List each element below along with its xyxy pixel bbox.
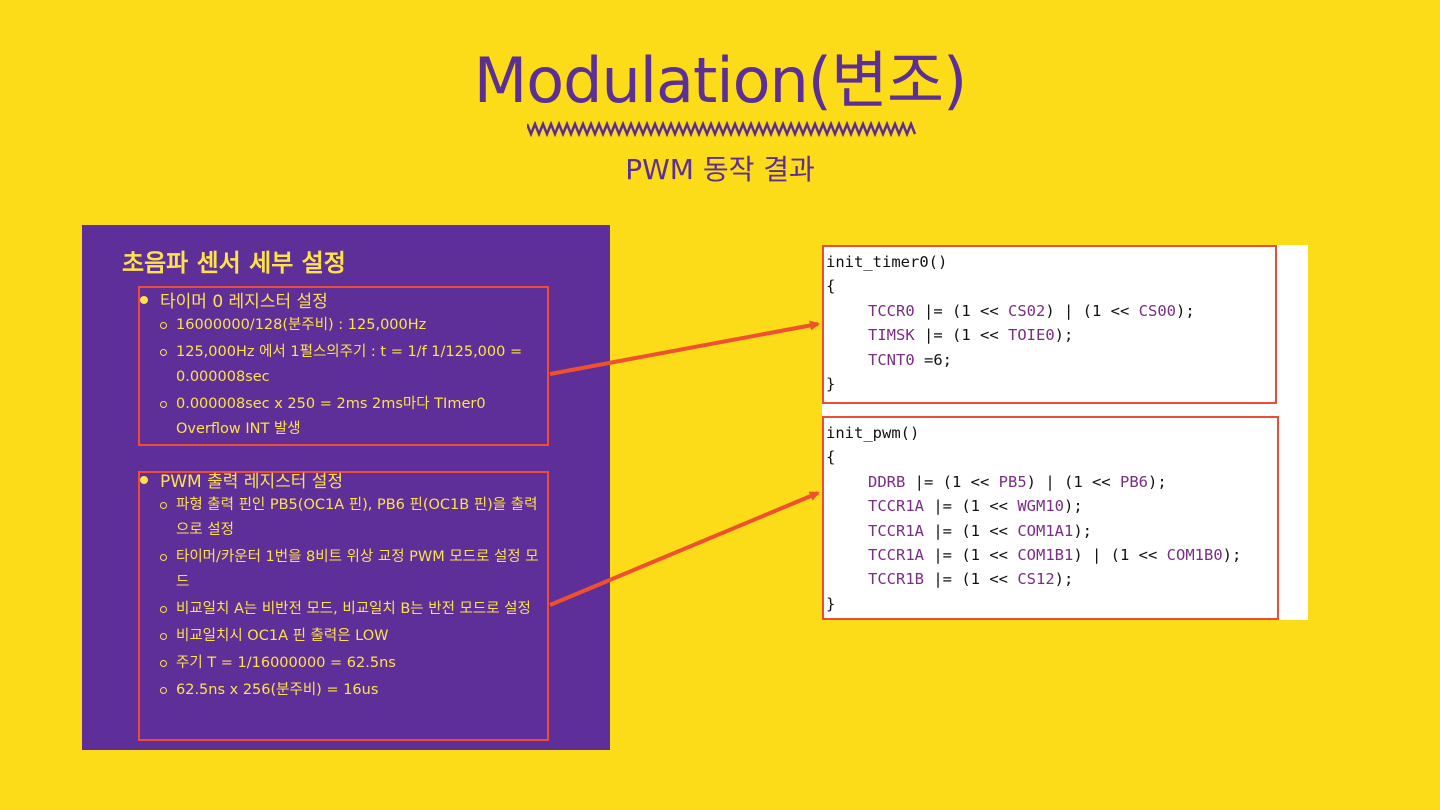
code-text: } [826,374,836,393]
pwm-section-box [138,471,549,741]
code-line: DDRB |= (1 << PB5) | (1 << PB6); [826,470,1277,494]
arrow-timer0 [549,320,820,376]
code-text: ); [1064,497,1083,516]
section-bullet-pwm: PWM 출력 레지스터 설정 [138,467,343,492]
list-item: 타이머/카운터 1번을 8비트 위상 교정 PWM 모드로 설정 모드 [160,545,540,595]
code-identifier: TCCR1A [868,521,924,540]
code-text: ) | (1 << [1045,301,1139,320]
bullet-dot-icon [140,295,148,304]
panel-heading: 초음파 센서 세부 설정 [122,249,346,277]
code-text: { [826,448,836,467]
section-label: 타이머 0 레지스터 설정 [160,292,328,312]
code-text: init_timer0() [826,253,948,271]
code-line: { [826,445,1277,469]
code-text: =6; [914,350,952,369]
code-identifier: TCCR1A [868,497,924,516]
code-block-init-timer0: init_timer0() { TCCR0 |= (1 << CS02) | (1 … [822,245,1277,404]
circle-bullet-icon [160,502,167,509]
code-identifier: PB6 [1119,472,1148,491]
code-text: ) | (1 << [1026,472,1120,491]
list-item: 주기 T = 1/16000000 = 62.5ns [160,651,540,676]
code-line: { [826,274,1275,298]
code-text: init_pwm() [826,424,920,442]
code-text: ); [1222,545,1242,564]
code-text: ); [1147,472,1167,491]
code-text: ); [1073,521,1092,540]
code-line: } [826,372,1275,396]
section-label: PWM 출력 레지스터 설정 [160,472,344,492]
code-text: { [826,277,836,296]
code-line: TCCR0 |= (1 << CS02) | (1 << CS00); [826,299,1275,323]
code-text: |= (1 << [924,497,1018,516]
circle-bullet-icon [160,606,167,613]
zigzag-divider [527,121,917,137]
slide-subtitle: PWM 동작 결과 [625,153,815,186]
code-line: TCNT0 =6; [826,348,1275,372]
circle-bullet-icon [160,633,167,640]
code-text: |= (1 << [905,472,999,491]
circle-bullet-icon [160,687,167,694]
circle-bullet-icon [160,401,167,408]
list-item: 파형 출력 핀인 PB5(OC1A 핀), PB6 핀(OC1B 핀)을 출력으… [160,493,540,543]
code-line: TCCR1B |= (1 << CS12); [826,567,1277,591]
pwm-items: 파형 출력 핀인 PB5(OC1A 핀), PB6 핀(OC1B 핀)을 출력으… [160,493,540,705]
code-text: ); [1054,570,1074,589]
section-bullet-timer0: 타이머 0 레지스터 설정 [138,287,328,312]
code-identifier: COM1A1 [1017,521,1074,540]
circle-bullet-icon [160,660,167,667]
code-identifier: TCCR1A [868,545,924,564]
code-identifier: TCNT0 [868,350,915,369]
arrow-pwm [549,491,820,607]
code-block-init-pwm: init_pwm(){DDRB |= (1 << PB5) | (1 << PB… [822,416,1279,620]
code-line: } [826,592,1277,616]
code-text: |= (1 << [924,521,1018,540]
code-line: TCCR1A |= (1 << WGM10); [826,494,1277,518]
code-screenshot: init_timer0(){TCCR0 |= (1 << CS02) | (1 … [822,245,1308,620]
code-text: |= (1 << [914,326,1008,345]
code-line: init_pwm() [826,421,1277,445]
code-text: |= (1 << [924,570,1018,589]
code-line: TCCR1A |= (1 << COM1B1) | (1 << COM1B0); [826,543,1277,567]
circle-bullet-icon [160,322,167,329]
code-identifier: PB5 [998,472,1027,491]
circle-bullet-icon [160,554,167,561]
circle-bullet-icon [160,349,167,356]
code-identifier: TOIE0 [1008,326,1055,345]
code-line: TCCR1A |= (1 << COM1A1); [826,519,1277,543]
code-identifier: CS02 [1008,301,1046,320]
list-item: 0.000008sec x 250 = 2ms 2ms마다 TImer0 Ove… [160,392,540,442]
code-identifier: TCCR1B [868,570,924,589]
code-text: |= (1 << [914,301,1008,320]
code-identifier: TIMSK [868,326,915,345]
code-identifier: COM1B0 [1166,545,1223,564]
code-identifier: TCCR0 [868,301,915,320]
code-text: |= (1 << [924,545,1018,564]
list-item: 16000000/128(분주비) : 125,000Hz [160,313,540,338]
list-item: 비교일치 A는 비반전 모드, 비교일치 B는 반전 모드로 설정 [160,597,540,622]
list-item: 비교일치시 OC1A 핀 출력은 LOW [160,624,540,649]
code-identifier: COM1B1 [1017,545,1074,564]
code-text: ); [1175,301,1195,320]
code-text: } [826,594,836,613]
list-item: 125,000Hz 에서 1펄스의주기 : t = 1/f 1/125,000 … [160,340,540,390]
code-identifier: WGM10 [1017,497,1064,516]
code-text: ) | (1 << [1073,545,1167,564]
code-identifier: CS00 [1138,301,1176,320]
settings-panel: 초음파 센서 세부 설정 타이머 0 레지스터 설정 16000000/128(… [82,225,610,750]
code-identifier: DDRB [868,472,906,491]
bullet-dot-icon [140,475,148,484]
timer0-section-box [138,286,549,446]
code-line: init_timer0() [826,250,1275,274]
code-identifier: CS12 [1017,570,1055,589]
code-text: ); [1054,326,1074,345]
list-item: 62.5ns x 256(분주비) = 16us [160,678,540,703]
code-line: TIMSK |= (1 << TOIE0); [826,323,1275,347]
timer0-items: 16000000/128(분주비) : 125,000Hz 125,000Hz … [160,313,540,444]
slide-title: Modulation(변조) [473,44,968,117]
